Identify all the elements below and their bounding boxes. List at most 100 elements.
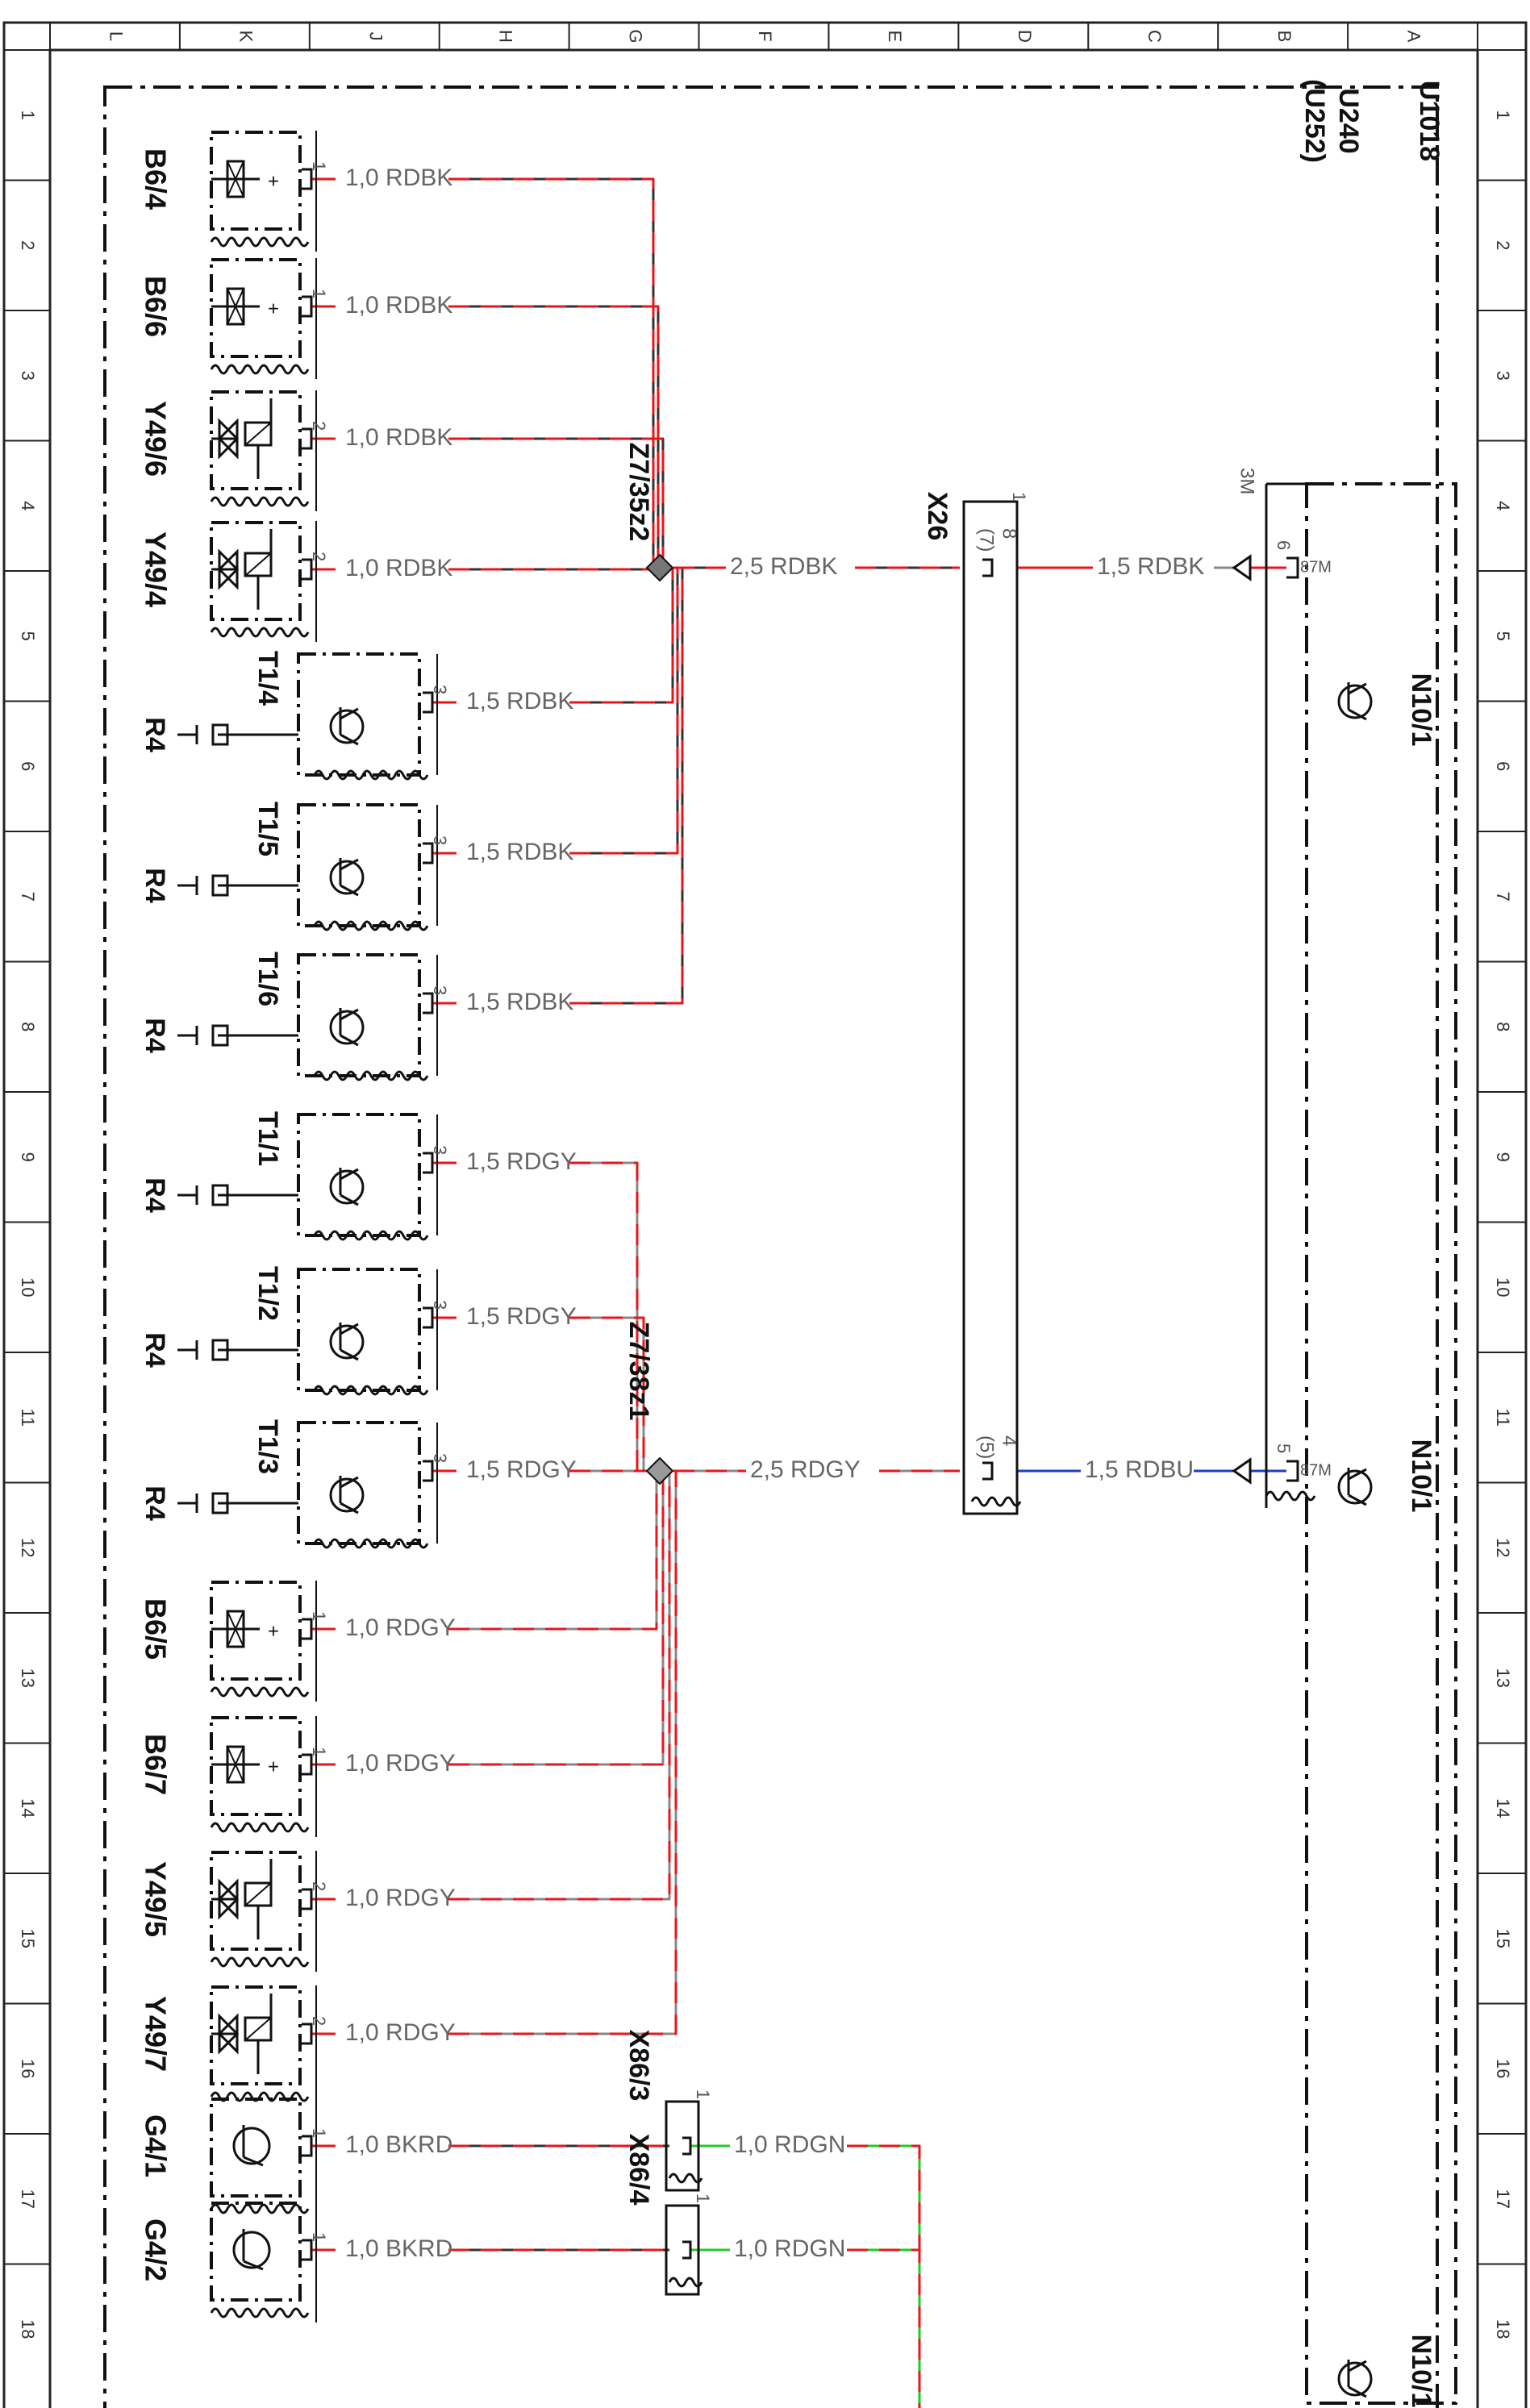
r4-plug (177, 723, 229, 746)
row-label-right: 17 (1493, 2189, 1513, 2209)
component-label: T1/1 (252, 1111, 283, 1166)
row-label-right: 6 (1493, 761, 1513, 771)
polarity-sign: + (268, 170, 279, 192)
column-label: E (885, 31, 905, 43)
wire-label: 1,0 BKRD (345, 2131, 452, 2158)
pin-terminal (1286, 1460, 1299, 1482)
pin-number: 8 (998, 528, 1020, 539)
transistor-circle (329, 1477, 365, 1513)
transistor-leg (340, 858, 359, 871)
transistor-circle (329, 1010, 365, 1045)
wire-stripe (569, 568, 674, 704)
wavy-edge (970, 1496, 1022, 1507)
row-label-left: 18 (18, 2319, 38, 2339)
x86-out-wire (847, 2248, 921, 2408)
row-label-left: 4 (18, 501, 38, 510)
transistor-circle (1337, 2361, 1373, 2397)
r4-label: R4 (140, 1332, 170, 1368)
splice-label: Z7/35z2 (623, 443, 654, 542)
wire-stripe (569, 1316, 645, 1471)
pin-number: 6 (1274, 540, 1294, 550)
relay-n10-1 (1305, 482, 1457, 2405)
wire-label: 1,0 RDGY (345, 1750, 456, 1777)
wire-base (448, 177, 655, 568)
pin-T1/2 (423, 1306, 434, 1329)
wire-T1/6 (569, 568, 684, 1005)
wire-stripe (847, 2144, 921, 2408)
row-label-right: 8 (1493, 1022, 1513, 1031)
wavy-edge (313, 1070, 429, 1081)
component-T1/6 (297, 953, 421, 1077)
row-label-right: 14 (1493, 1798, 1513, 1818)
wavy-edge (313, 1230, 429, 1241)
component-label: G4/2 (139, 2218, 172, 2281)
pin-number: 4 (998, 1435, 1020, 1446)
pin-number: 1 (309, 161, 329, 171)
wire-label: 1,5 RDBU (1085, 1456, 1194, 1483)
row-label-left: 9 (18, 1152, 38, 1162)
component-label: Y49/7 (139, 1996, 172, 2072)
pin-number: 2 (309, 552, 329, 561)
component-B6/6 (210, 258, 302, 358)
relay-label: N10/1 (1406, 2335, 1436, 2408)
polarity-sign: + (268, 1756, 279, 1777)
pin-Y49/6 (302, 427, 313, 450)
transistor-leg (340, 1194, 359, 1206)
connector-label: X26 (922, 492, 953, 541)
polarity-sign: + (268, 1620, 279, 1642)
component-B6/5 (210, 1581, 302, 1681)
wire-stripe (448, 1471, 677, 2035)
relay-arrow (1232, 1457, 1252, 1485)
column-label: C (1144, 30, 1165, 43)
wavy-edge (210, 364, 310, 375)
transistor-leg (1348, 708, 1367, 721)
column-label: H (495, 30, 515, 43)
component-label: Y49/6 (139, 401, 172, 477)
splice-z7-38z1 (645, 1456, 674, 1485)
component-label: Y49/5 (139, 1861, 172, 1937)
component-Y49/5 (210, 1851, 302, 1951)
wire-Y49/6 (448, 437, 665, 568)
transistor-leg (1348, 682, 1367, 695)
component-G4/1 (210, 2098, 302, 2198)
transistor-leg (340, 1168, 359, 1181)
column-label: G (625, 29, 645, 43)
wire-label: 1,0 RDGY (345, 1614, 456, 1641)
wavy-edge (210, 1686, 310, 1698)
pin-number: 3 (430, 985, 450, 995)
transistor-circle (1337, 684, 1373, 719)
wire-T1/4 (569, 568, 674, 704)
wire-stripe (847, 2248, 921, 2408)
wire-base (448, 1471, 665, 1766)
r4-plug (177, 1184, 229, 1206)
pin-number: (5) (976, 1435, 998, 1459)
column-label: J (365, 32, 386, 41)
pin-T1/1 (423, 1152, 434, 1174)
inner-frame (48, 48, 1479, 2408)
row-label-left: 16 (18, 2059, 38, 2078)
pin-Y49/5 (302, 1888, 313, 1910)
wavy-edge (313, 920, 429, 931)
transistor-leg (340, 733, 359, 746)
row-label-right: 13 (1493, 1669, 1513, 1688)
wire-stripe (448, 1471, 665, 1766)
column-label: B (1274, 31, 1294, 43)
wire-label: 1,5 RDBK (466, 839, 573, 865)
r4-plug (177, 1492, 229, 1514)
pump-circle (232, 2231, 271, 2269)
wavy-edge (210, 2091, 310, 2102)
row-label-left: 1 (18, 110, 38, 120)
component-label: B6/4 (139, 148, 172, 210)
wire-label: 1,0 RDGN (734, 2235, 845, 2262)
row-label-right: 5 (1493, 631, 1513, 641)
row-label-right: 11 (1493, 1408, 1513, 1427)
wavy-edge (668, 2173, 703, 2184)
wire-label: 1,5 RDGY (466, 1148, 577, 1175)
component-label: G4/1 (139, 2114, 172, 2177)
row-label-right: 15 (1493, 1929, 1513, 1948)
transistor-leg (340, 884, 359, 897)
transistor-leg (340, 1008, 359, 1021)
transistor-leg (1348, 2360, 1367, 2373)
r4-label: R4 (140, 1018, 170, 1053)
